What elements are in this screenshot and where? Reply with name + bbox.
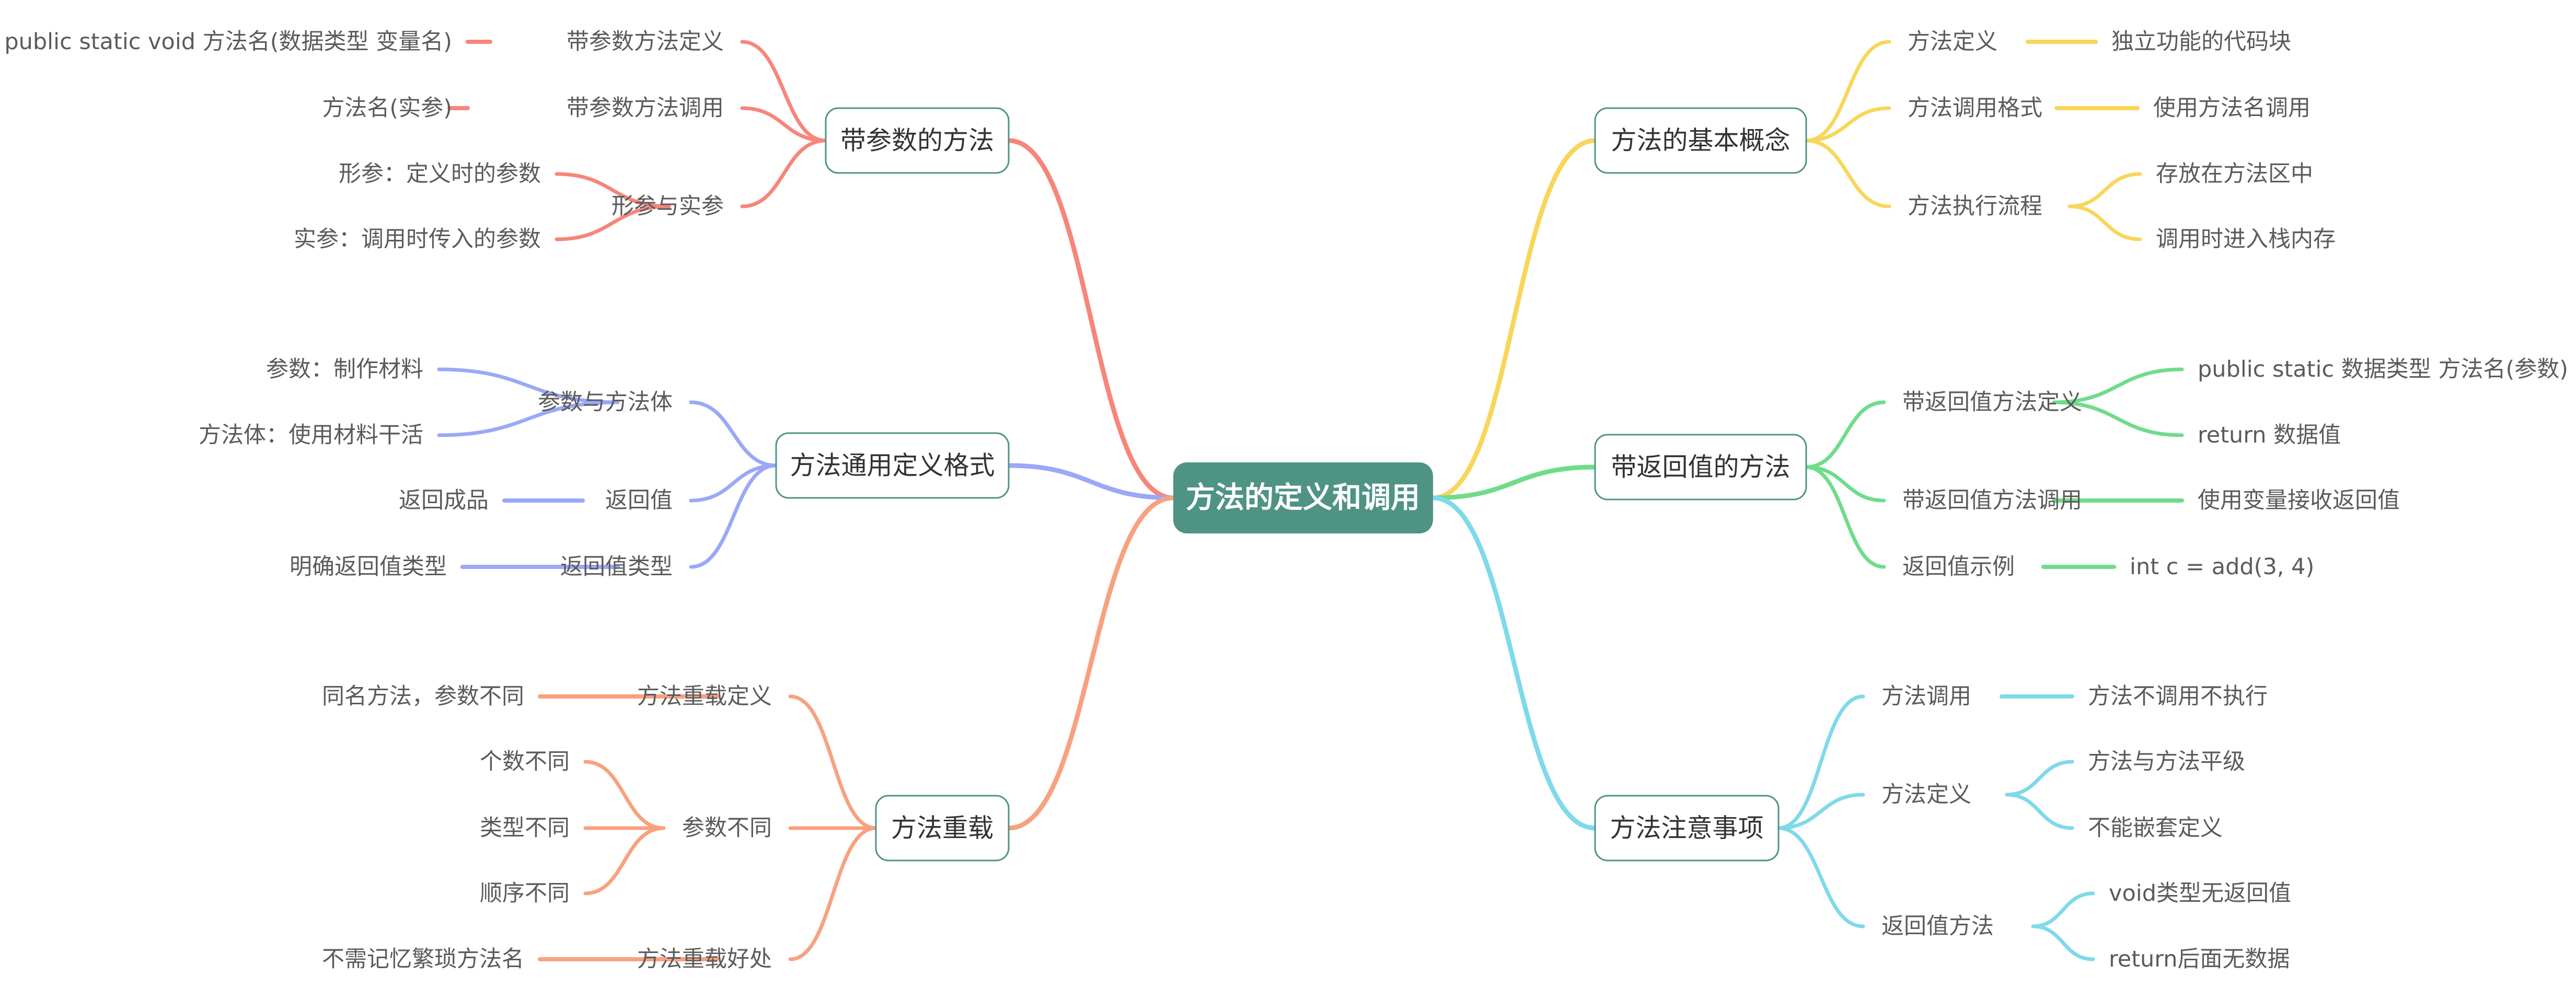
leaf-label[interactable]: 使用变量接收返回值 — [2198, 487, 2400, 514]
subtopic-label[interactable]: 带参数方法调用 — [567, 95, 724, 121]
branch-connector — [1006, 138, 1176, 501]
subtopic-label[interactable]: 参数不同 — [682, 815, 772, 841]
subtopic-connector — [740, 138, 828, 208]
leaf-label[interactable]: 实参：调用时传入的参数 — [294, 226, 541, 252]
subtopic-connector — [1804, 465, 1886, 569]
leaf-label[interactable]: return后面无数据 — [2109, 946, 2290, 972]
leaf-connector — [583, 760, 666, 830]
subtopic-label[interactable]: 返回值示例 — [1902, 554, 2015, 580]
subtopic-connector — [740, 40, 828, 143]
leaf-connector — [2052, 400, 2184, 437]
node-layer: 带参数的方法 带参数方法定义 public static void 方法名(数据类型… — [4, 29, 2568, 972]
branch-label: 方法重载 — [891, 813, 994, 843]
subtopic-connector — [1776, 694, 1865, 830]
leaf-label[interactable]: 参数：制作材料 — [266, 356, 423, 382]
root-label: 方法的定义和调用 — [1186, 481, 1420, 515]
subtopic-connector — [1804, 465, 1886, 503]
leaf-label[interactable]: 个数不同 — [480, 749, 570, 775]
leaf-connector — [2005, 760, 2074, 797]
leaf-connector — [555, 204, 671, 241]
subtopic-connector — [740, 106, 828, 143]
leaf-connector — [2067, 204, 2142, 241]
leaf-label[interactable]: 同名方法，参数不同 — [322, 683, 524, 710]
leaf-label[interactable]: int c = add(3, 4) — [2130, 554, 2314, 580]
leaf-label[interactable]: 顺序不同 — [480, 880, 570, 906]
subtopic-connector — [788, 694, 878, 830]
leaf-label[interactable]: 明确返回值类型 — [290, 554, 447, 580]
subtopic-label[interactable]: 形参与实参 — [611, 193, 724, 219]
subtopic-label[interactable]: 方法定义 — [1881, 782, 1971, 808]
subtopic-connector — [1804, 400, 1886, 469]
root-box — [1173, 462, 1433, 533]
subtopic-connector — [1776, 793, 1865, 830]
subtopic-connector — [788, 826, 878, 961]
branch-box[interactable] — [1594, 795, 1780, 862]
leaf-label[interactable]: return 数据值 — [2198, 422, 2341, 448]
root-node[interactable]: 方法的定义和调用 — [1173, 462, 1433, 533]
subtopic-connector — [1776, 826, 1865, 928]
subtopic-connector — [689, 463, 778, 569]
leaf-connector — [437, 400, 620, 437]
branch-box[interactable] — [1594, 434, 1807, 501]
leaf-connector — [2031, 924, 2095, 961]
subtopic-label[interactable]: 返回值方法 — [1881, 913, 1994, 939]
leaf-connector — [2031, 891, 2095, 928]
subtopic-label[interactable]: 方法定义 — [1908, 29, 1997, 55]
branch-box[interactable] — [1594, 107, 1807, 174]
leaf-label[interactable]: 不需记忆繁琐方法名 — [322, 946, 524, 972]
subtopic-label[interactable]: 带返回值方法调用 — [1902, 487, 2082, 514]
branch-label: 方法的基本概念 — [1611, 126, 1790, 156]
branch-connector — [1430, 138, 1598, 501]
leaf-connector — [2067, 172, 2142, 208]
leaf-label[interactable]: 方法名(实参) — [322, 95, 452, 121]
leaf-label[interactable]: 独立功能的代码块 — [2111, 29, 2291, 55]
subtopic-connector — [689, 400, 778, 468]
leaf-label[interactable]: 不能嵌套定义 — [2088, 815, 2223, 841]
branch-connector — [1430, 464, 1598, 501]
leaf-label[interactable]: 形参：定义时的参数 — [339, 161, 541, 187]
subtopic-label[interactable]: 方法调用格式 — [1908, 95, 2042, 121]
branch-label: 带返回值的方法 — [1611, 452, 1790, 482]
subtopic-label[interactable]: 返回值 — [605, 487, 673, 514]
subtopic-label[interactable]: 返回值类型 — [560, 554, 673, 580]
leaf-label[interactable]: 使用方法名调用 — [2153, 95, 2311, 121]
leaf-label[interactable]: void类型无返回值 — [2109, 880, 2291, 906]
subtopic-label[interactable]: 方法重载定义 — [637, 683, 772, 710]
branch-box[interactable] — [775, 432, 1010, 499]
subtopic-label[interactable]: 方法调用 — [1881, 683, 1971, 710]
subtopic-connector — [689, 463, 778, 503]
leaf-connector — [2052, 367, 2184, 404]
subtopic-label[interactable]: 带参数方法定义 — [567, 29, 724, 55]
leaf-label[interactable]: public static 数据类型 方法名(参数) — [2198, 356, 2568, 382]
connector-layer — [437, 40, 2184, 961]
leaf-label[interactable]: 类型不同 — [480, 815, 570, 841]
branch-connector — [1006, 463, 1176, 501]
subtopic-label[interactable]: 方法执行流程 — [1908, 193, 2042, 219]
leaf-label[interactable]: 方法与方法平级 — [2088, 749, 2245, 775]
leaf-connector — [555, 172, 671, 208]
leaf-connector — [583, 826, 666, 896]
leaf-label[interactable]: 存放在方法区中 — [2156, 161, 2313, 187]
branch-label: 带参数的方法 — [840, 126, 994, 156]
leaf-label[interactable]: 方法体：使用材料干活 — [199, 422, 423, 448]
leaf-connector — [2005, 793, 2074, 830]
leaf-label[interactable]: 返回成品 — [399, 487, 489, 514]
subtopic-label[interactable]: 带返回值方法定义 — [1902, 389, 2082, 415]
subtopic-label[interactable]: 方法重载好处 — [637, 946, 772, 972]
subtopic-label[interactable]: 参数与方法体 — [538, 389, 673, 415]
branch-connector — [1430, 495, 1598, 831]
subtopic-connector — [1804, 106, 1891, 143]
branch-label: 方法注意事项 — [1610, 813, 1763, 843]
leaf-label[interactable]: public static void 方法名(数据类型 变量名) — [4, 29, 452, 55]
branch-box[interactable] — [825, 107, 1010, 174]
subtopic-connector — [1804, 138, 1891, 208]
branch-connector — [1006, 495, 1176, 831]
subtopic-connector — [1804, 40, 1891, 143]
leaf-connector — [437, 367, 620, 404]
branch-label: 方法通用定义格式 — [790, 451, 995, 481]
branch-box[interactable] — [875, 795, 1010, 862]
leaf-label[interactable]: 方法不调用不执行 — [2088, 683, 2268, 710]
leaf-label[interactable]: 调用时进入栈内存 — [2156, 226, 2336, 252]
